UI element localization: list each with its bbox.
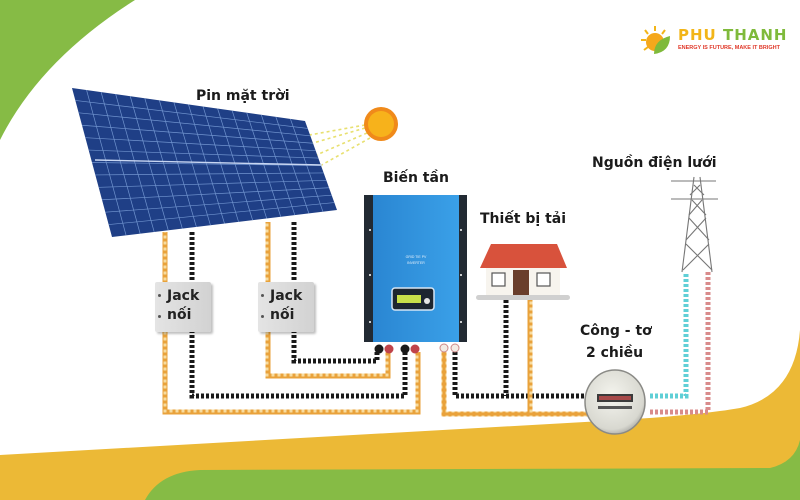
panel-cell-line: [95, 172, 324, 176]
meter-label-line2: 2 chiều: [586, 345, 644, 361]
jack1-label-line2: nối: [167, 307, 192, 323]
background-green-swoosh-top: [0, 0, 135, 140]
panel-cell-line: [88, 149, 319, 159]
solar-panel-icon: [72, 88, 337, 237]
inverter-model-line1: GRID TIE PV: [406, 255, 427, 259]
inverter-label: Biến tần: [383, 170, 449, 186]
brand-name-part1: PHU: [678, 26, 717, 44]
solar-panel-label: Pin mặt trời: [196, 88, 290, 104]
background-green-swoosh-bottom: [145, 440, 800, 500]
background-yellow-band: [0, 330, 800, 500]
jack2-label-line1: Jack: [270, 288, 303, 304]
wiring: [162, 222, 711, 417]
panel-cell-line: [108, 202, 335, 225]
inverter-model-line2: INVERTER: [407, 261, 425, 265]
grid-label: Nguồn điện lưới: [592, 155, 717, 171]
panel-cell-line: [81, 124, 314, 144]
sun-leaf-icon: [641, 26, 670, 54]
panel-cell-line: [78, 112, 311, 137]
brand-logo: PHU THANH ENERGY IS FUTURE, MAKE IT BRIG…: [640, 24, 790, 58]
jack1-label-line1: Jack: [167, 288, 200, 304]
power-tower-icon: [671, 176, 718, 273]
panel-cell-line: [105, 194, 332, 213]
panel-cell-line: [91, 162, 322, 166]
panel-cell-line: [98, 179, 327, 188]
panel-cell-line: [101, 187, 330, 201]
panel-cell-line: [85, 137, 316, 152]
load-label: Thiết bị tải: [480, 211, 567, 227]
junction-box-icon: Jack nối: [155, 282, 211, 332]
junction-box-icon: Jack nối: [258, 282, 314, 332]
sun-icon: [364, 107, 398, 141]
inverter-icon: GRID TIE PV INVERTER: [364, 195, 467, 354]
brand-name-part2: THANH: [722, 26, 788, 44]
house-icon: [476, 244, 570, 300]
meter-label-line1: Công - tơ: [580, 323, 652, 339]
panel-cell-line: [75, 100, 308, 129]
electric-meter-icon: [584, 369, 646, 435]
brand-tagline: ENERGY IS FUTURE, MAKE IT BRIGHT: [678, 45, 780, 51]
jack2-label-line2: nối: [270, 307, 295, 323]
